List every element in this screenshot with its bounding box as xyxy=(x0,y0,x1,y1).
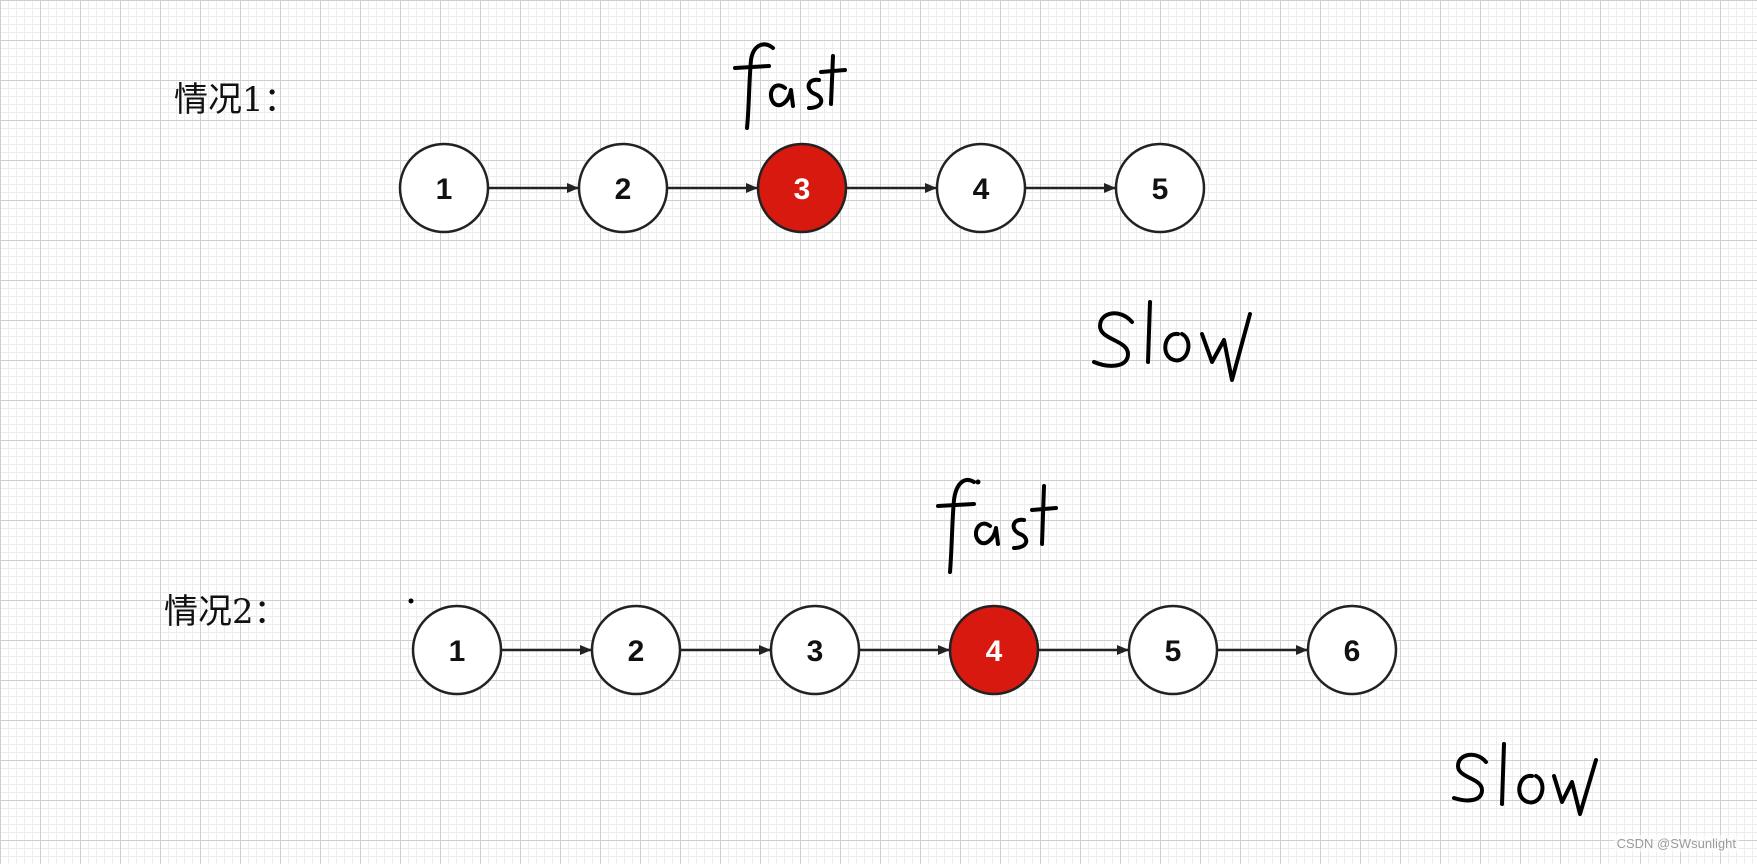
node-circle xyxy=(411,604,503,696)
node-circle xyxy=(948,604,1040,696)
node-value: 6 xyxy=(1344,635,1361,668)
list-node: 5 xyxy=(1114,142,1206,234)
list-node: 4 xyxy=(935,142,1027,234)
node-circle xyxy=(1306,604,1398,696)
node-value: 5 xyxy=(1152,173,1169,206)
case-2-linked-list: 1 2 3 4 5 6 xyxy=(411,604,1398,696)
csdn-watermark: CSDN @SWsunlight xyxy=(1613,835,1739,852)
list-node: 5 xyxy=(1127,604,1219,696)
node-value: 2 xyxy=(628,635,645,668)
list-node: 2 xyxy=(577,142,669,234)
list-node-highlighted: 4 xyxy=(948,604,1040,696)
case-1-linked-list: 1 2 3 4 5 xyxy=(398,142,1206,234)
node-value: 3 xyxy=(794,173,811,206)
handwritten-slow-label-case-1 xyxy=(1092,300,1252,382)
list-node: 2 xyxy=(590,604,682,696)
node-value: 5 xyxy=(1165,635,1182,668)
list-node-highlighted: 3 xyxy=(756,142,848,234)
handwritten-fast-label-case-2 xyxy=(936,478,1058,574)
node-value: 1 xyxy=(436,173,453,206)
list-node: 3 xyxy=(769,604,861,696)
list-node: 1 xyxy=(411,604,503,696)
node-circle xyxy=(398,142,490,234)
node-circle xyxy=(1114,142,1206,234)
node-circle xyxy=(590,604,682,696)
stray-dot xyxy=(408,598,414,604)
node-value: 4 xyxy=(986,635,1003,668)
list-node: 6 xyxy=(1306,604,1398,696)
node-value: 2 xyxy=(615,173,632,206)
node-circle xyxy=(756,142,848,234)
node-circle xyxy=(769,604,861,696)
case-1-label: 情况1： xyxy=(174,80,298,120)
node-circle xyxy=(1127,604,1219,696)
case-2-label: 情况2： xyxy=(164,592,288,632)
node-circle xyxy=(577,142,669,234)
handwritten-slow-label-case-2 xyxy=(1452,742,1598,816)
node-value: 3 xyxy=(807,635,824,668)
stray-dot xyxy=(975,479,981,485)
list-node: 1 xyxy=(398,142,490,234)
node-value: 4 xyxy=(973,173,990,206)
node-circle xyxy=(935,142,1027,234)
node-value: 1 xyxy=(449,635,466,668)
handwritten-fast-label-case-1 xyxy=(733,42,847,130)
